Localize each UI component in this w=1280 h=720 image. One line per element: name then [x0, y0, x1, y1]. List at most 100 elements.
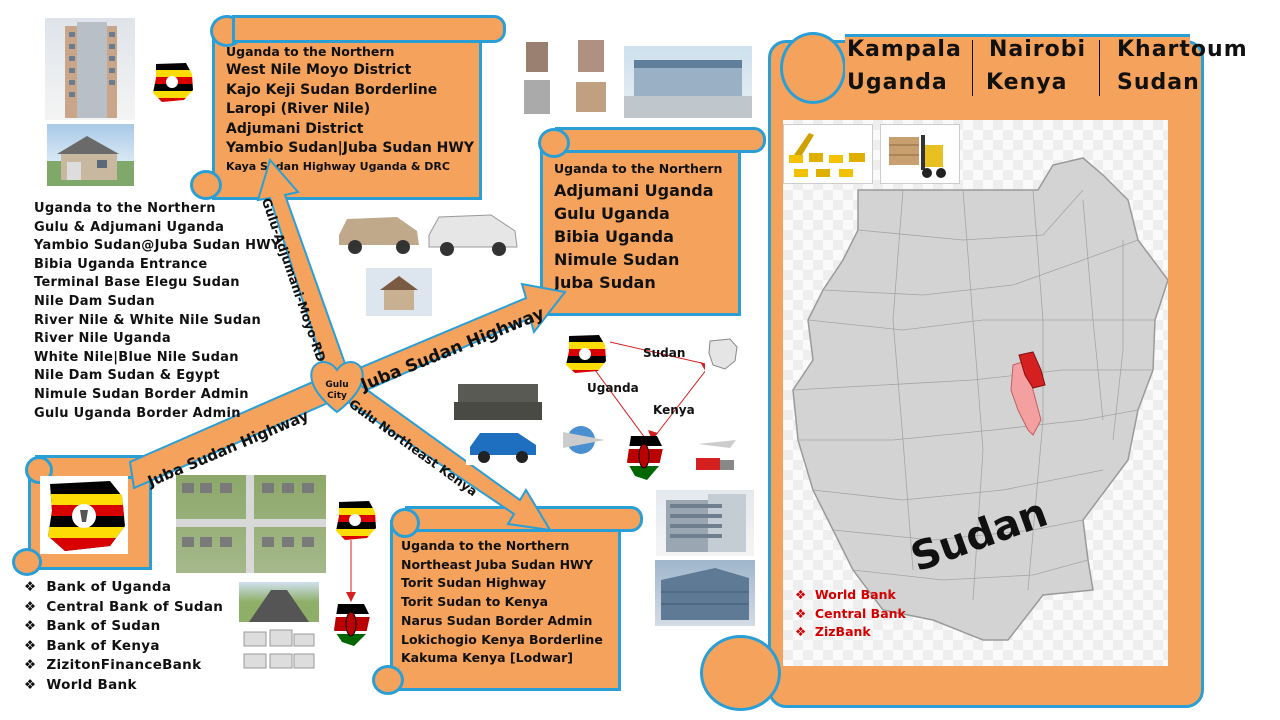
top-scroll-line: Kaya Sudan Highway Uganda & DRC: [226, 159, 450, 173]
map-banks-list: ❖ World Bank ❖ Central Bank ❖ ZizBank: [795, 586, 906, 642]
sudan-map-shape: [792, 157, 1168, 641]
bottom-scroll-line: Kakuma Kenya [Lodwar]: [401, 650, 573, 666]
bottom-scroll-line: Torit Sudan Highway: [401, 575, 547, 591]
list-item: Bibia Uganda Entrance: [34, 256, 208, 272]
sofa-image: [448, 378, 544, 426]
route-label-uganda: Uganda: [587, 381, 639, 395]
suv-white-image: [425, 205, 523, 259]
map-bank-label: World Bank: [814, 587, 896, 602]
top-scroll-roll: [232, 15, 506, 43]
list-item: Yambio Sudan@Juba Sudan HWY: [34, 238, 281, 254]
bank-item: ❖ Central Bank of Sudan: [24, 598, 224, 615]
top-scroll-line: West Nile Moyo District: [226, 62, 412, 78]
region-highlight-dark: [1018, 351, 1046, 389]
blue-car-image: [466, 425, 540, 465]
route-label-sudan: Sudan: [643, 346, 686, 360]
bottom-scroll-line: Torit Sudan to Kenya: [401, 594, 549, 610]
header-divider: [972, 40, 973, 96]
hub-label-line1: Gulu: [325, 380, 349, 390]
bottom-scroll-body: [390, 520, 621, 691]
sofa-icon: [454, 384, 542, 420]
hub-heart-icon: [310, 361, 364, 414]
bank-label: Bank of Kenya: [46, 637, 160, 654]
office-building-image: [656, 490, 754, 556]
uganda-scroll-bottom-curl: [12, 548, 42, 576]
uganda-flag-small: [563, 333, 607, 375]
bank-item: ❖ Bank of Sudan: [24, 618, 161, 634]
globe-plane-image: [553, 418, 613, 466]
sudan-map: [792, 157, 1168, 641]
cargo-plane-icon: [696, 440, 736, 470]
trucks-icon: [243, 629, 315, 669]
bottom-scroll-text: Uganda to the Northern Northeast Juba Su…: [401, 537, 603, 668]
uganda-flag-map: [40, 476, 128, 554]
house-model-image: [366, 268, 432, 316]
hub-label-line2: City: [327, 391, 347, 401]
top-scroll-line: Adjumani District: [226, 120, 364, 137]
mid-scroll-line: Uganda to the Northern: [554, 161, 723, 176]
car-icon: [470, 433, 536, 463]
vehicles-image: [240, 626, 318, 676]
mid-scroll-line: Nimule Sudan: [554, 250, 680, 269]
top-scroll-line: Kajo Keji Sudan Borderline: [226, 81, 438, 98]
bottom-scroll-line: Uganda to the Northern: [401, 538, 570, 553]
header-country-kenya: Kenya: [986, 70, 1068, 95]
map-scroll-top-curl: [780, 32, 846, 104]
list-item: White Nile|Blue Nile Sudan: [34, 349, 239, 365]
bottom-scroll-line: Lokichogio Kenya Borderline: [401, 631, 603, 647]
route-label-kenya: Kenya: [653, 403, 695, 417]
mid-scroll-line: Juba Sudan: [554, 273, 656, 292]
neighborhood-icon: [176, 475, 326, 573]
list-item: River Nile Uganda: [34, 331, 171, 347]
buildings-image: [518, 38, 618, 116]
uganda-flag-bottom: [333, 498, 379, 542]
kenya-flag-small: [623, 432, 665, 482]
header-country-sudan: Sudan: [1117, 70, 1200, 95]
map-bank-item: ❖ World Bank: [795, 587, 896, 602]
top-scroll-text: Uganda to the Northern West Nile Moyo Di…: [226, 42, 474, 175]
bottom-scroll-line: Northeast Juba Sudan HWY: [401, 556, 593, 572]
top-scroll-bottom-curl: [190, 170, 222, 200]
map-bank-label: Central Bank: [814, 605, 906, 621]
top-scroll-line: Uganda to the Northern: [226, 44, 395, 59]
cargo-image: [690, 428, 742, 476]
runway-icon: [249, 590, 309, 622]
aerial-neighborhood-image: [176, 475, 326, 573]
mid-scroll-line: Adjumani Uganda: [554, 181, 714, 200]
bottom-scroll-bottom-curl: [372, 665, 404, 695]
list-item: Terminal Base Elegu Sudan: [34, 275, 240, 291]
buildings-icon: [524, 40, 606, 114]
header-city-kampala: Kampala: [847, 37, 962, 62]
southeast-road-arrow: [343, 380, 552, 532]
header-country-uganda: Uganda: [847, 70, 948, 95]
map-bank-item: ❖ ZizBank: [795, 624, 871, 639]
runway-image: [239, 582, 319, 622]
hub-label: Gulu City: [322, 380, 352, 402]
list-item: Nile Dam Sudan & Egypt: [34, 368, 220, 384]
bank-item: ❖ ZizitonFinanceBank: [24, 657, 202, 673]
apartment-building-icon: [65, 22, 117, 118]
left-location-list: Uganda to the Northern Gulu & Adjumani U…: [34, 200, 281, 423]
kenya-flag-icon: [627, 436, 663, 480]
house-icon: [57, 136, 119, 180]
mid-scroll-line: Bibia Uganda: [554, 227, 674, 246]
header-city-nairobi: Nairobi: [989, 37, 1087, 62]
sudan-outline-small: [705, 333, 743, 373]
header-divider: [1099, 40, 1100, 96]
uganda-flag-icon: [566, 335, 606, 373]
list-item: Gulu Uganda Border Admin: [34, 405, 241, 421]
mid-scroll-text: Uganda to the Northern Adjumani Uganda G…: [554, 159, 722, 294]
bank-label: Bank of Sudan: [46, 618, 161, 634]
uganda-scroll-curl: [25, 456, 53, 484]
modern-building-image: [655, 560, 755, 626]
bank-label: ZizitonFinanceBank: [46, 657, 202, 673]
modern-building-icon: [661, 568, 749, 620]
map-bank-label: ZizBank: [814, 624, 871, 639]
list-item: Gulu & Adjumani Uganda: [34, 219, 225, 235]
bank-item: ❖ Bank of Uganda: [24, 579, 172, 595]
house-model-icon: [380, 276, 418, 310]
map-header-band: [845, 34, 1190, 103]
northeast-highway-arrow: [348, 282, 567, 397]
mid-scroll-curl: [538, 128, 570, 158]
